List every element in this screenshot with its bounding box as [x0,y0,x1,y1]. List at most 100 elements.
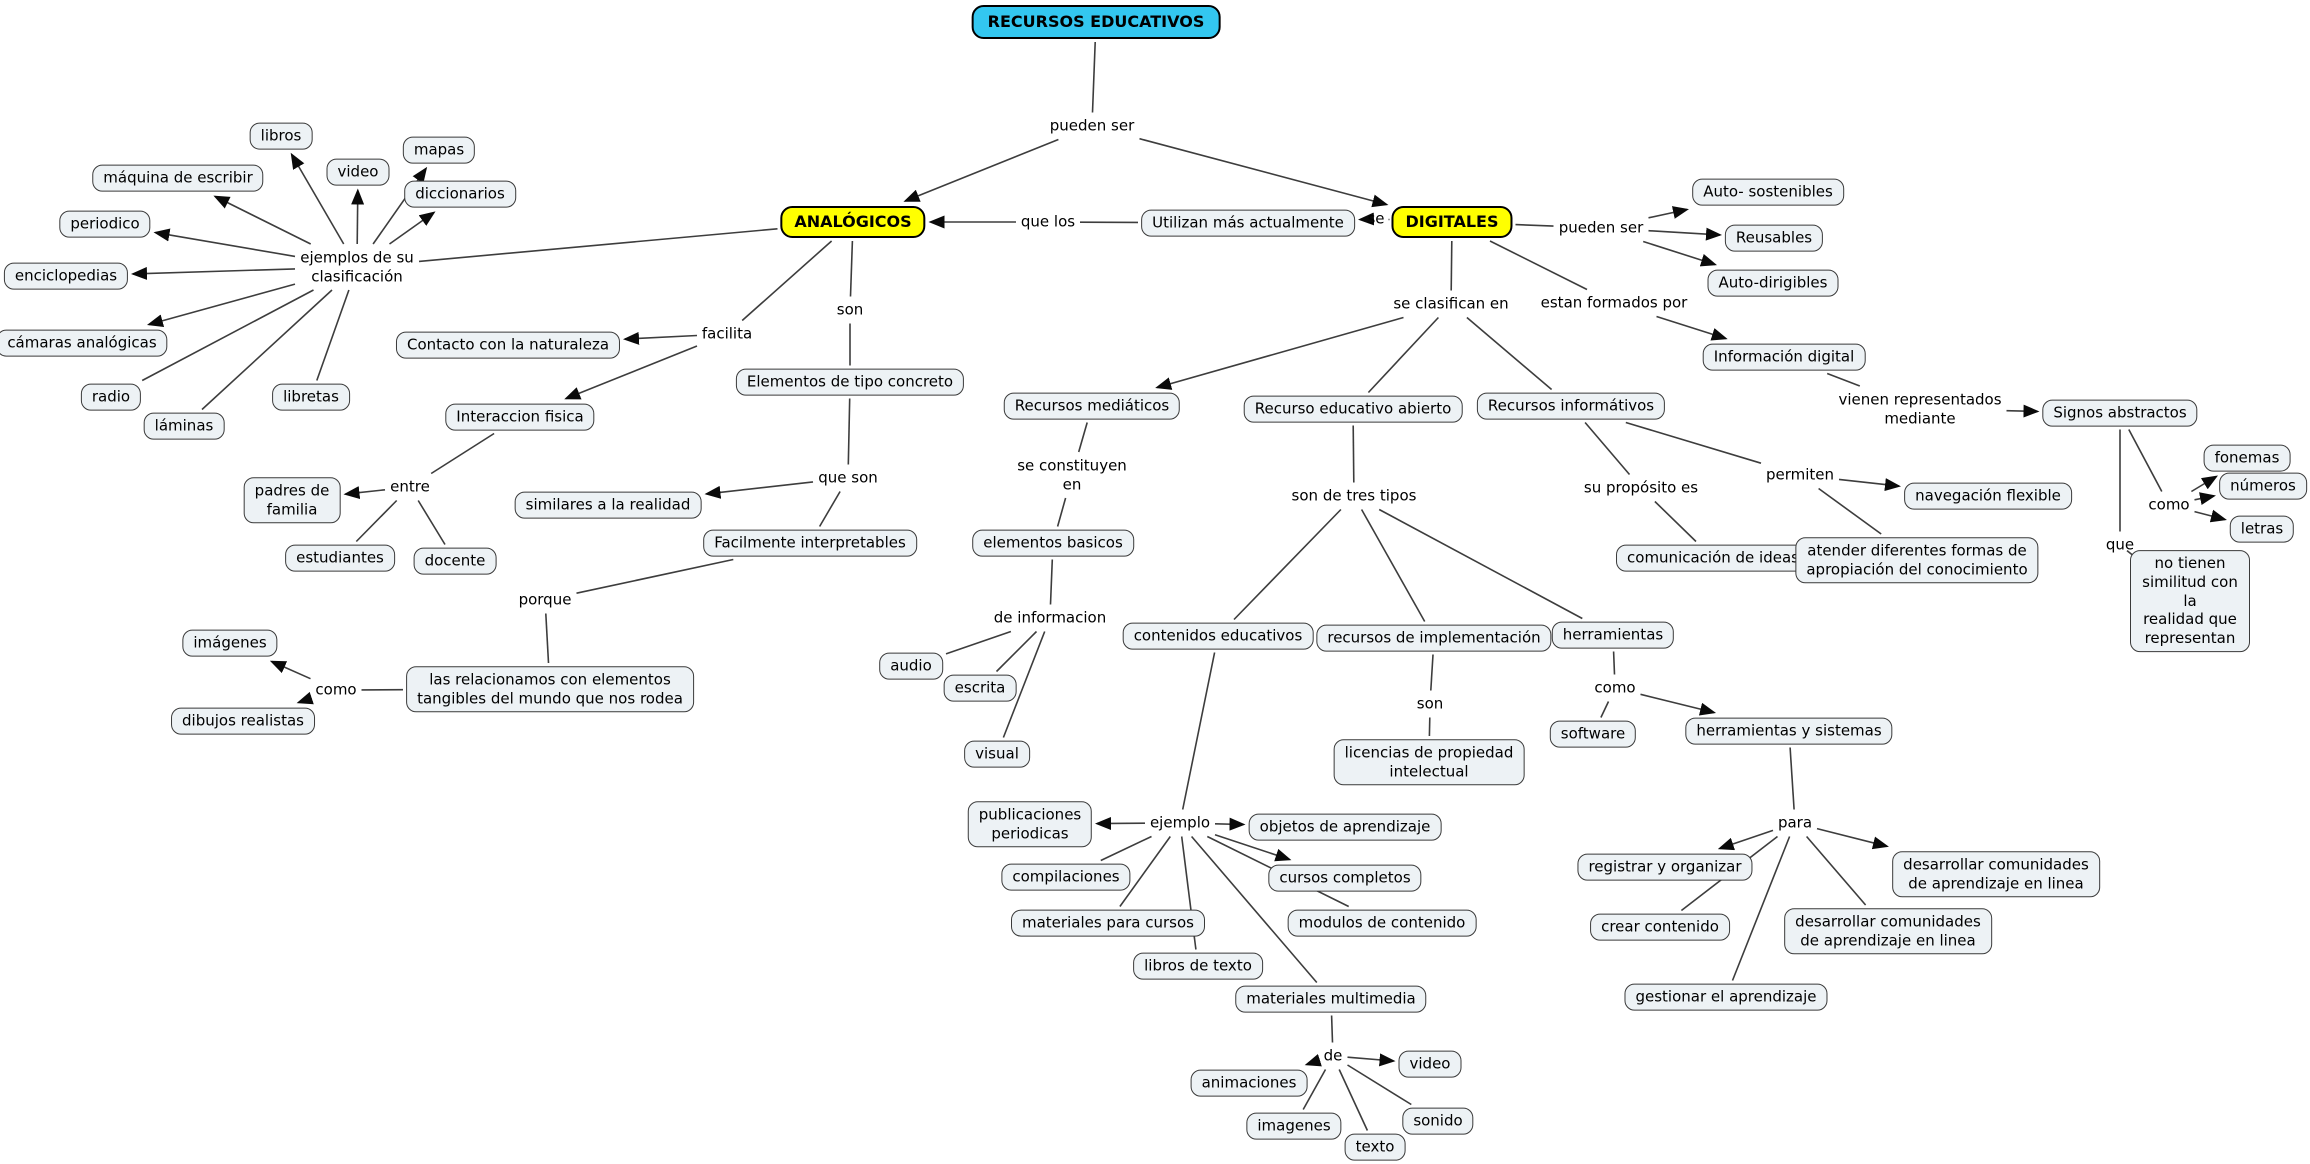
concept-node-licencias-propiedad[interactable]: licencias de propiedad intelectual [1333,739,1525,785]
concept-node-herramientas[interactable]: herramientas [1551,621,1675,649]
linking-phrase-que-son[interactable]: que son [818,468,878,487]
concept-node-signos-abstractos[interactable]: Signos abstractos [2042,399,2198,427]
concept-node-docente[interactable]: docente [413,547,497,575]
concept-node-laminas[interactable]: láminas [143,412,225,440]
linking-phrase-son-2[interactable]: son [1416,694,1444,713]
linking-phrase-estan-formados[interactable]: estan formados por [1540,293,1688,312]
concept-node-comunicacion-ideas[interactable]: comunicación de ideas [1616,544,1810,572]
concept-node-desarrollar-comunidades-1[interactable]: desarrollar comunidades de aprendizaje e… [1784,908,1992,954]
concept-node-padres-familia[interactable]: padres de familia [243,477,341,523]
linking-phrase-de-informacion[interactable]: de informacion [993,608,1107,627]
linking-phrase-como-2[interactable]: como [2148,495,2190,514]
concept-node-enciclopedias[interactable]: enciclopedias [3,262,129,290]
concept-node-recursos-educativos[interactable]: RECURSOS EDUCATIVOS [971,5,1221,39]
concept-node-audio[interactable]: audio [879,652,943,680]
concept-node-elementos-basicos[interactable]: elementos basicos [972,529,1134,557]
concept-node-contenidos-educativos[interactable]: contenidos educativos [1122,622,1314,650]
concept-node-contacto-naturaleza[interactable]: Contacto con la naturaleza [395,331,621,359]
concept-node-libretas[interactable]: libretas [272,383,350,411]
linking-phrase-permiten[interactable]: permiten [1765,465,1835,484]
concept-node-interaccion-fisica[interactable]: Interaccion fisica [445,403,595,431]
concept-node-navegacion-flexible[interactable]: navegación flexible [1904,482,2072,510]
concept-node-radio[interactable]: radio [80,383,142,411]
edge-de-to-texto [1338,1069,1369,1131]
concept-node-estudiantes[interactable]: estudiantes [285,544,395,572]
concept-node-imagenes-multimedia[interactable]: imagenes [1246,1112,1342,1140]
concept-node-recursos-informativos[interactable]: Recursos informátivos [1476,392,1666,420]
concept-node-registrar-organizar[interactable]: registrar y organizar [1577,853,1753,881]
edge-permiten-to-navegacion-flexible [1838,478,1901,492]
concept-node-atender-formas[interactable]: atender diferentes formas de apropiación… [1795,537,2039,583]
linking-phrase-son-tres-tipos[interactable]: son de tres tipos [1291,486,1417,505]
linking-phrase-ejemplos-clasificacion[interactable]: ejemplos de su clasificación [300,248,414,285]
concept-node-recursos-mediaticos[interactable]: Recursos mediáticos [1003,392,1181,420]
linking-phrase-que-los[interactable]: que los [1020,212,1076,231]
linking-phrase-son-1[interactable]: son [836,300,864,319]
concept-node-letras[interactable]: letras [2229,515,2295,543]
concept-node-visual[interactable]: visual [964,740,1030,768]
linking-phrase-vienen-representados[interactable]: vienen representados mediante [1838,390,2002,427]
concept-node-informacion-digital[interactable]: Información digital [1702,343,1866,371]
concept-node-utilizan-mas[interactable]: Utilizan más actualmente [1141,209,1355,237]
edge-materiales-multimedia-to-de [1330,1015,1334,1043]
linking-phrase-ejemplo[interactable]: ejemplo [1149,813,1211,832]
concept-node-elementos-tipo-concreto[interactable]: Elementos de tipo concreto [735,368,965,396]
concept-node-auto-dirigibles[interactable]: Auto-dirigibles [1707,269,1839,297]
concept-node-objetos-aprendizaje[interactable]: objetos de aprendizaje [1248,813,1442,841]
concept-node-sonido[interactable]: sonido [1402,1107,1474,1135]
concept-node-fonemas[interactable]: fonemas [2203,444,2291,472]
concept-node-mapas[interactable]: mapas [402,136,476,164]
concept-node-crear-contenido[interactable]: crear contenido [1590,913,1730,941]
linking-phrase-porque[interactable]: porque [518,590,572,609]
concept-node-materiales-cursos[interactable]: materiales para cursos [1011,909,1205,937]
concept-node-recurso-educativo-abierto[interactable]: Recurso educativo abierto [1243,395,1463,423]
concept-node-no-tienen-similitud[interactable]: no tienen similitud con la realidad que … [2130,550,2250,652]
concept-node-libros[interactable]: libros [249,122,313,150]
concept-node-escrita[interactable]: escrita [943,674,1017,702]
concept-node-publicaciones-periodicas[interactable]: publicaciones periodicas [967,801,1093,847]
linking-phrase-como-1[interactable]: como [315,680,357,699]
linking-phrase-para[interactable]: para [1777,813,1813,832]
concept-node-numeros[interactable]: números [2219,472,2307,500]
linking-phrase-que[interactable]: que [2105,535,2135,554]
concept-node-digitales[interactable]: DIGITALES [1391,206,1513,238]
concept-node-cursos-completos[interactable]: cursos completos [1268,864,1422,892]
concept-node-dibujos-realistas[interactable]: dibujos realistas [171,707,315,735]
concept-node-similares-realidad[interactable]: similares a la realidad [514,491,702,519]
linking-phrase-entre[interactable]: entre [390,477,430,496]
concept-node-maquina-escribir[interactable]: máquina de escribir [92,164,264,192]
linking-phrase-se[interactable]: se [1367,209,1385,228]
concept-node-modulos-contenido[interactable]: modulos de contenido [1287,909,1477,937]
linking-phrase-de[interactable]: de [1323,1046,1343,1065]
concept-node-recursos-implementacion[interactable]: recursos de implementación [1316,624,1552,652]
concept-node-auto-sostenibles[interactable]: Auto- sostenibles [1692,178,1844,206]
linking-phrase-su-proposito[interactable]: su propósito es [1583,478,1699,497]
edge-facilita-to-contacto-naturaleza [623,331,698,345]
concept-node-materiales-multimedia[interactable]: materiales multimedia [1235,985,1427,1013]
concept-node-facilmente-interpretables[interactable]: Facilmente interpretables [703,529,917,557]
concept-node-diccionarios[interactable]: diccionarios [404,180,516,208]
concept-node-imagenes-analogico[interactable]: imágenes [182,629,278,657]
linking-phrase-se-clasifican[interactable]: se clasifican en [1393,294,1509,313]
concept-node-gestionar-aprendizaje[interactable]: gestionar el aprendizaje [1624,983,1828,1011]
linking-phrase-se-constituyen[interactable]: se constituyen en [1017,456,1127,493]
edge-ejemplo-to-materiales-cursos [1119,836,1171,907]
linking-phrase-pueden-ser-1[interactable]: pueden ser [1049,116,1135,135]
linking-phrase-facilita[interactable]: facilita [701,324,753,343]
concept-node-herramientas-sistemas[interactable]: herramientas y sistemas [1685,717,1893,745]
concept-node-analogicos[interactable]: ANALÓGICOS [780,206,926,238]
concept-node-libros-texto[interactable]: libros de texto [1133,952,1263,980]
concept-node-software[interactable]: software [1549,720,1637,748]
concept-node-periodico[interactable]: periodico [59,210,151,238]
concept-node-video-analogico[interactable]: video [326,158,390,186]
linking-phrase-como-3[interactable]: como [1594,678,1636,697]
concept-node-reusables[interactable]: Reusables [1724,224,1824,252]
linking-phrase-pueden-ser-2[interactable]: pueden ser [1558,218,1644,237]
concept-node-desarrollar-comunidades-2[interactable]: desarrollar comunidades de aprendizaje e… [1892,851,2100,897]
concept-node-las-relacionamos[interactable]: las relacionamos con elementos tangibles… [406,666,694,712]
concept-node-video-multimedia[interactable]: video [1398,1050,1462,1078]
concept-node-texto[interactable]: texto [1344,1133,1406,1161]
concept-node-compilaciones[interactable]: compilaciones [1001,863,1131,891]
concept-node-camaras-analogicas[interactable]: cámaras analógicas [0,329,168,357]
concept-node-animaciones[interactable]: animaciones [1190,1069,1308,1097]
